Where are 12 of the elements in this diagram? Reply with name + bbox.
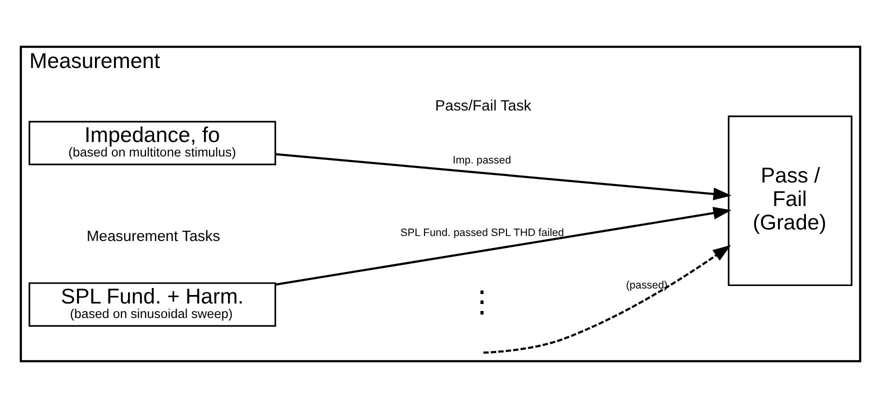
arrow [276, 152, 732, 200]
edge-label: Imp. passed [452, 154, 512, 166]
edge-label: (passed) [626, 278, 668, 291]
node-box: Pass / Fail (Grade) [728, 115, 852, 286]
node-box: SPL Fund. + Harm. (based on sinusoidal sweep) [28, 282, 276, 326]
label: Measurement Tasks [86, 228, 220, 245]
label: ⋮ [467, 285, 498, 318]
label: Pass/Fail Task [435, 97, 532, 114]
edge-label: SPL Fund. passed SPL THD failed [400, 226, 564, 239]
arrow [483, 244, 731, 354]
arrow [275, 206, 732, 286]
node-box: Impedance, fo (based on multitone stimulus) [28, 120, 276, 165]
